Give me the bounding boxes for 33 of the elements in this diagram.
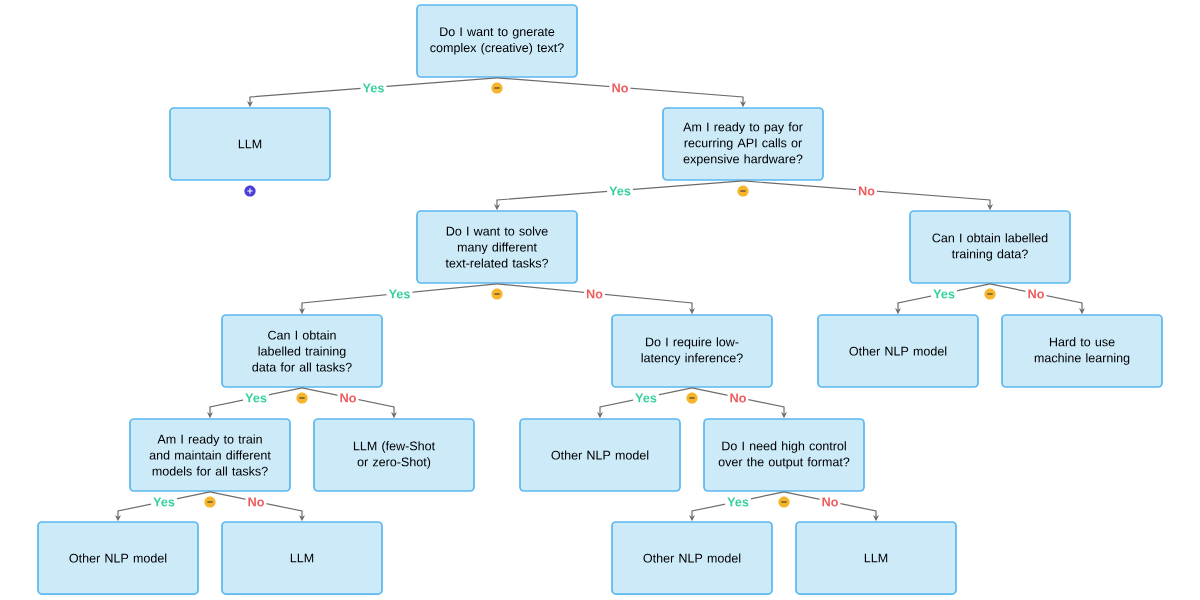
edge-label: No xyxy=(819,495,841,509)
result-box: LLM xyxy=(221,521,383,595)
result-box: LLM xyxy=(169,107,331,181)
edge-label: No xyxy=(727,391,749,405)
edge-label: Yes xyxy=(931,287,957,301)
decision-box: Do I want to solve many different text-related tasks? xyxy=(416,210,578,284)
decision-box: Can I obtain labelled training data for all tasks? xyxy=(221,314,383,388)
edge-label: No xyxy=(1025,287,1047,301)
edge-label: No xyxy=(856,184,877,198)
edge-label: Yes xyxy=(151,495,177,509)
decision-box: Am I ready to train and maintain different models for all tasks? xyxy=(129,418,291,492)
result-box: Other NLP model xyxy=(817,314,979,388)
decision-box: Am I ready to pay for recurring API calls or expensive hardware? xyxy=(662,107,824,181)
edge-label: No xyxy=(609,81,631,95)
edge-label: Yes xyxy=(607,184,633,198)
edge-label: No xyxy=(245,495,267,509)
edge-label: Yes xyxy=(360,81,387,95)
edge-label: Yes xyxy=(386,287,413,301)
result-box: Other NLP model xyxy=(519,418,681,492)
result-box: LLM xyxy=(795,521,957,595)
result-box: Other NLP model xyxy=(611,521,773,595)
decision-box: Do I require low-latency inference? xyxy=(611,314,773,388)
result-box: LLM (few-Shot or zero-Shot) xyxy=(313,418,475,492)
decision-box: Can I obtain labelled training data? xyxy=(909,210,1071,284)
edge-label: Yes xyxy=(633,391,659,405)
edge-label: Yes xyxy=(725,495,751,509)
result-box: Hard to use machine learning xyxy=(1001,314,1163,388)
result-box: Other NLP model xyxy=(37,521,199,595)
edge-label: Yes xyxy=(243,391,269,405)
edge-label: No xyxy=(337,391,359,405)
decision-box: Do I want to gnerate complex (creative) text? xyxy=(416,4,578,78)
decision-box: Do I need high control over the output format? xyxy=(703,418,865,492)
edge-label: No xyxy=(584,287,605,301)
